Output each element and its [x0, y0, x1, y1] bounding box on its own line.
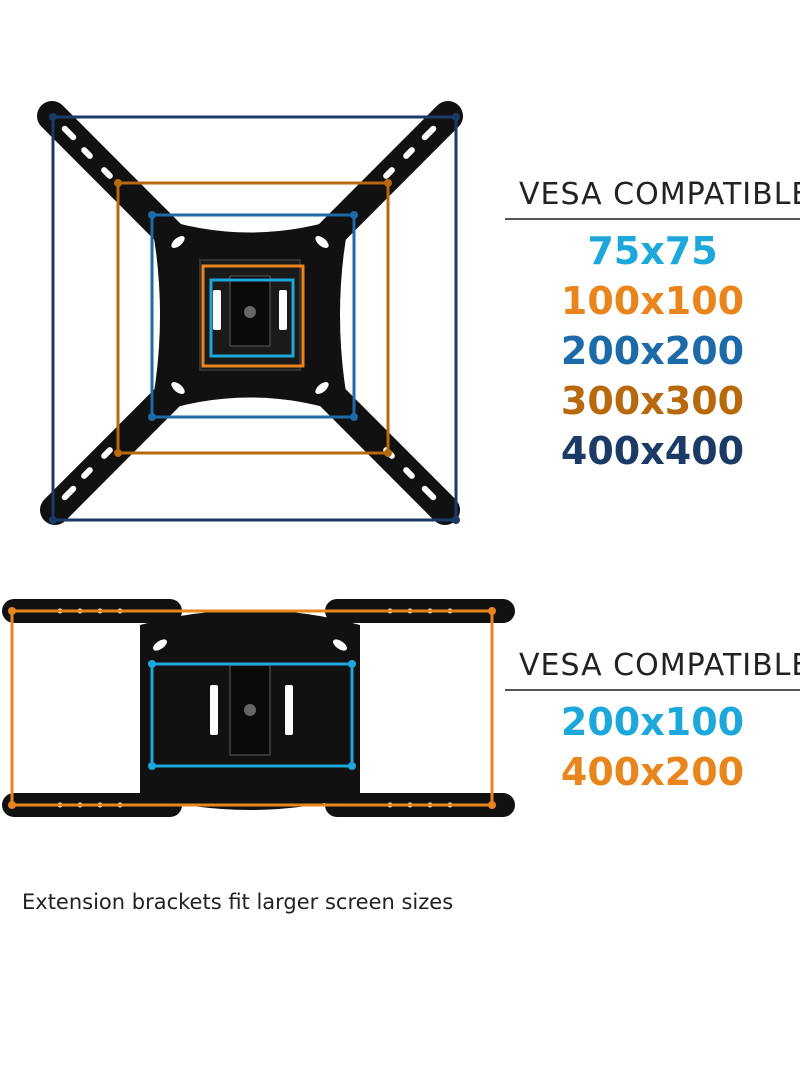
vesa-compatible-title: VESA COMPATIBLE	[519, 648, 800, 683]
vesa-outlines	[51, 115, 458, 522]
caption-text: Extension brackets fit larger screen siz…	[22, 890, 454, 914]
vesa-size-400x200: 400x200	[560, 750, 745, 794]
vesa-outline-300x300	[116, 181, 390, 455]
vesa-size-list: 75x75 100x100 200x200 300x300 400x400	[505, 226, 800, 476]
vesa-compatible-extended-block: VESA COMPATIBLE 200x100 400x200	[505, 647, 800, 797]
tv-mount-bracket-extended-diagram	[2, 599, 515, 817]
vesa-size-75x75: 75x75	[587, 229, 718, 273]
vesa-size-list: 200x100 400x200	[505, 697, 800, 797]
vesa-compatible-square-block: VESA COMPATIBLE 75x75 100x100 200x200 30…	[505, 176, 800, 476]
vesa-size-200x200: 200x200	[560, 329, 745, 373]
vesa-size-200x100: 200x100	[560, 700, 745, 744]
vesa-corner-dots	[49, 113, 460, 524]
title-divider	[505, 218, 800, 220]
vesa-size-400x400: 400x400	[560, 429, 745, 473]
center-mount-screw	[244, 704, 256, 716]
center-mount-screw	[244, 306, 256, 318]
title-divider	[505, 689, 800, 691]
vesa-size-300x300: 300x300	[560, 379, 745, 423]
tv-mount-bracket-square-diagram	[37, 101, 463, 525]
vesa-size-100x100: 100x100	[560, 279, 745, 323]
vesa-compatible-title: VESA COMPATIBLE	[519, 177, 800, 212]
vesa-outline-75x75	[209, 278, 295, 358]
vesa-outline-400x200	[10, 609, 494, 807]
vesa-corner-dots	[8, 607, 496, 809]
plate-holes	[153, 639, 347, 735]
vesa-outline-400x400	[51, 115, 458, 522]
vesa-outline-200x200	[150, 213, 356, 419]
vesa-outline-200x100	[150, 662, 354, 768]
vesa-outlines	[10, 609, 494, 807]
plate-holes	[171, 236, 329, 394]
vesa-outline-100x100	[201, 264, 305, 368]
